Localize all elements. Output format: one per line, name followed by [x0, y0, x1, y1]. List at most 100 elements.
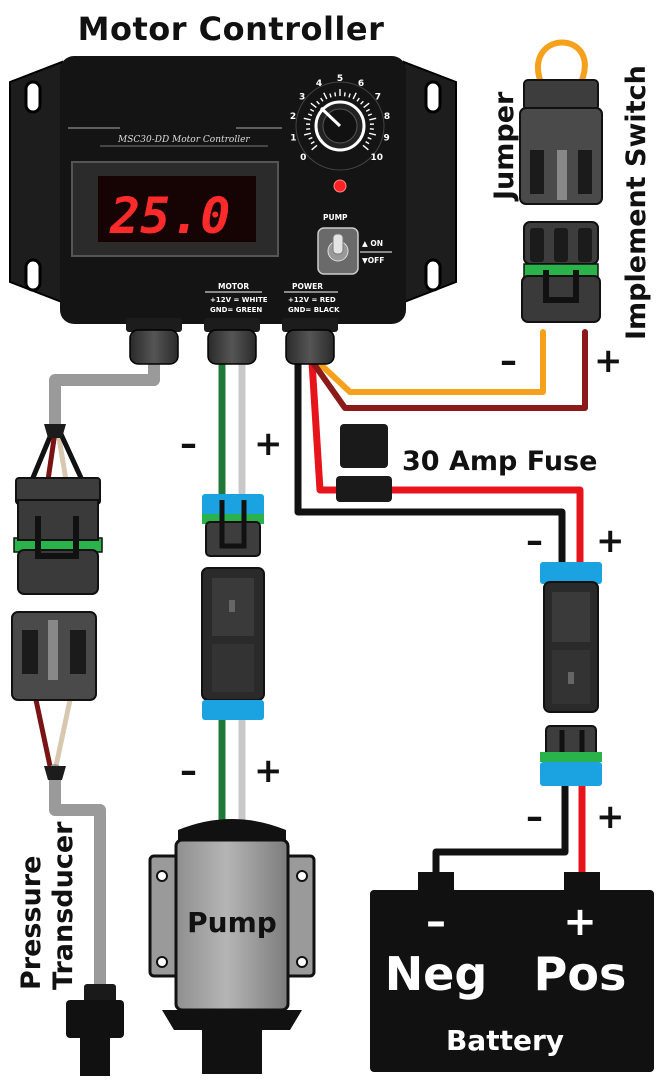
pump-wire-minus: –: [180, 751, 197, 791]
status-led: [333, 179, 347, 193]
battery-wire-black: [432, 781, 569, 882]
pump-body: [148, 819, 316, 1074]
power-connector-upper: [540, 562, 602, 713]
pump-wire-plus: +: [254, 751, 283, 791]
dial-tick: [367, 113, 373, 117]
dial-tick: [365, 141, 370, 145]
dial-tick: [308, 136, 313, 140]
switch-on-label: ▲ ON: [362, 239, 383, 248]
transducer-cable: [49, 344, 160, 434]
dial-tick: [320, 97, 324, 102]
switch-wire-orange: [315, 329, 546, 395]
display-readout: 25.0: [109, 187, 230, 245]
transducer-lower-cable: [49, 764, 106, 996]
transducer-sensor-body: [66, 984, 124, 1076]
gland-transducer: [126, 318, 182, 365]
power-port-line2: GND= BLACK: [288, 306, 340, 314]
dial-tick: [316, 100, 320, 105]
dial-tick: [363, 102, 370, 109]
fuse-holder: [336, 424, 392, 502]
pump-label: Pump: [187, 906, 277, 939]
dial-number: 0: [300, 153, 306, 163]
dial-tick: [365, 108, 370, 112]
transducer-connector-top: [13, 424, 103, 595]
gland-power: [282, 318, 338, 365]
power-connector-seal: [540, 752, 602, 762]
battery: [370, 872, 654, 1072]
dial-tick: [303, 132, 312, 136]
dial-tick: [367, 136, 372, 140]
diagram-title: Motor Controller: [78, 10, 385, 48]
motor-port-line2: GND= GREEN: [210, 306, 262, 314]
switch-off-label: ▼OFF: [362, 256, 384, 265]
dial-number: 9: [383, 134, 389, 144]
fuse-label: 30 Amp Fuse: [402, 446, 597, 477]
motor-port-line1: +12V = WHITE: [210, 296, 268, 304]
pressure-transducer-label-line2: Transducer: [48, 821, 79, 990]
battery-pos-symbol: +: [563, 899, 597, 945]
battery-neg-symbol: –: [426, 899, 446, 945]
transducer-wire-c: [55, 429, 69, 483]
pump-connector-lower: [201, 567, 265, 720]
dial-number: 8: [384, 112, 390, 122]
dial-ring: [295, 81, 385, 171]
power-connector-plus: +: [596, 521, 625, 561]
dial-tick: [369, 117, 377, 121]
implement-switch-minus: –: [500, 341, 517, 381]
jumper-plug: [519, 79, 603, 205]
pump-switch-label: PUMP: [323, 213, 348, 222]
dial-tick: [303, 117, 311, 121]
power-port-header: POWER: [292, 282, 323, 291]
dial-tick: [352, 92, 357, 100]
pump-connector-upper: [202, 494, 264, 557]
mount-slot-tr: [424, 80, 442, 114]
mount-slot-tl: [24, 80, 42, 114]
dial-tick: [310, 108, 315, 112]
power-connector-lower: [540, 725, 602, 786]
battery-neg-terminal: [418, 872, 454, 894]
motor-wire-minus: –: [180, 424, 197, 464]
dial-tick: [307, 113, 313, 117]
display-screen: [98, 176, 256, 242]
dial-tick: [310, 141, 315, 145]
transducer-wire-b: [45, 429, 58, 483]
dial-number: 2: [290, 112, 296, 122]
jumper-wire-orange: [535, 39, 588, 83]
transducer-wire-a: [29, 429, 55, 483]
dial-tick: [362, 144, 369, 151]
dial-tick: [360, 100, 364, 105]
dial-number: 5: [337, 74, 343, 84]
gland-motor: [204, 318, 260, 365]
battery-neg-label: Neg: [385, 947, 488, 1001]
pump-toggle-switch[interactable]: [317, 227, 359, 275]
battery-pos-terminal: [564, 872, 600, 894]
transducer-wire-e: [33, 697, 53, 769]
wires: [29, 39, 588, 996]
power-connector-minus: –: [526, 521, 543, 561]
battery-case: [370, 890, 654, 1072]
dial-tick: [368, 132, 377, 136]
battery-label: Battery: [446, 1024, 564, 1057]
dial-ticks: [303, 89, 377, 151]
transducer-connector-bottom: [11, 611, 97, 780]
dial-tick: [334, 92, 337, 97]
battery-lead-minus: –: [526, 797, 543, 837]
dial-number: 6: [358, 79, 364, 89]
dial-tick: [356, 97, 360, 102]
transducer-wire-d: [57, 429, 85, 483]
controller-model-label: MSC30-DD Motor Controller: [117, 135, 250, 145]
dial-number: 7: [375, 92, 381, 102]
dial-tick: [329, 93, 332, 98]
battery-pos-label: Pos: [534, 947, 627, 1001]
implement-switch-plus: +: [594, 341, 623, 381]
power-wire-black: [294, 356, 566, 566]
pressure-transducer-label-line1: Pressure: [16, 856, 47, 990]
motor-wire-plus: +: [254, 424, 283, 464]
mount-slot-br: [424, 258, 442, 292]
dial-number: 1: [290, 134, 296, 144]
implement-switch-label: Implement Switch: [621, 65, 652, 340]
jumper-label: Jumper: [489, 91, 520, 202]
